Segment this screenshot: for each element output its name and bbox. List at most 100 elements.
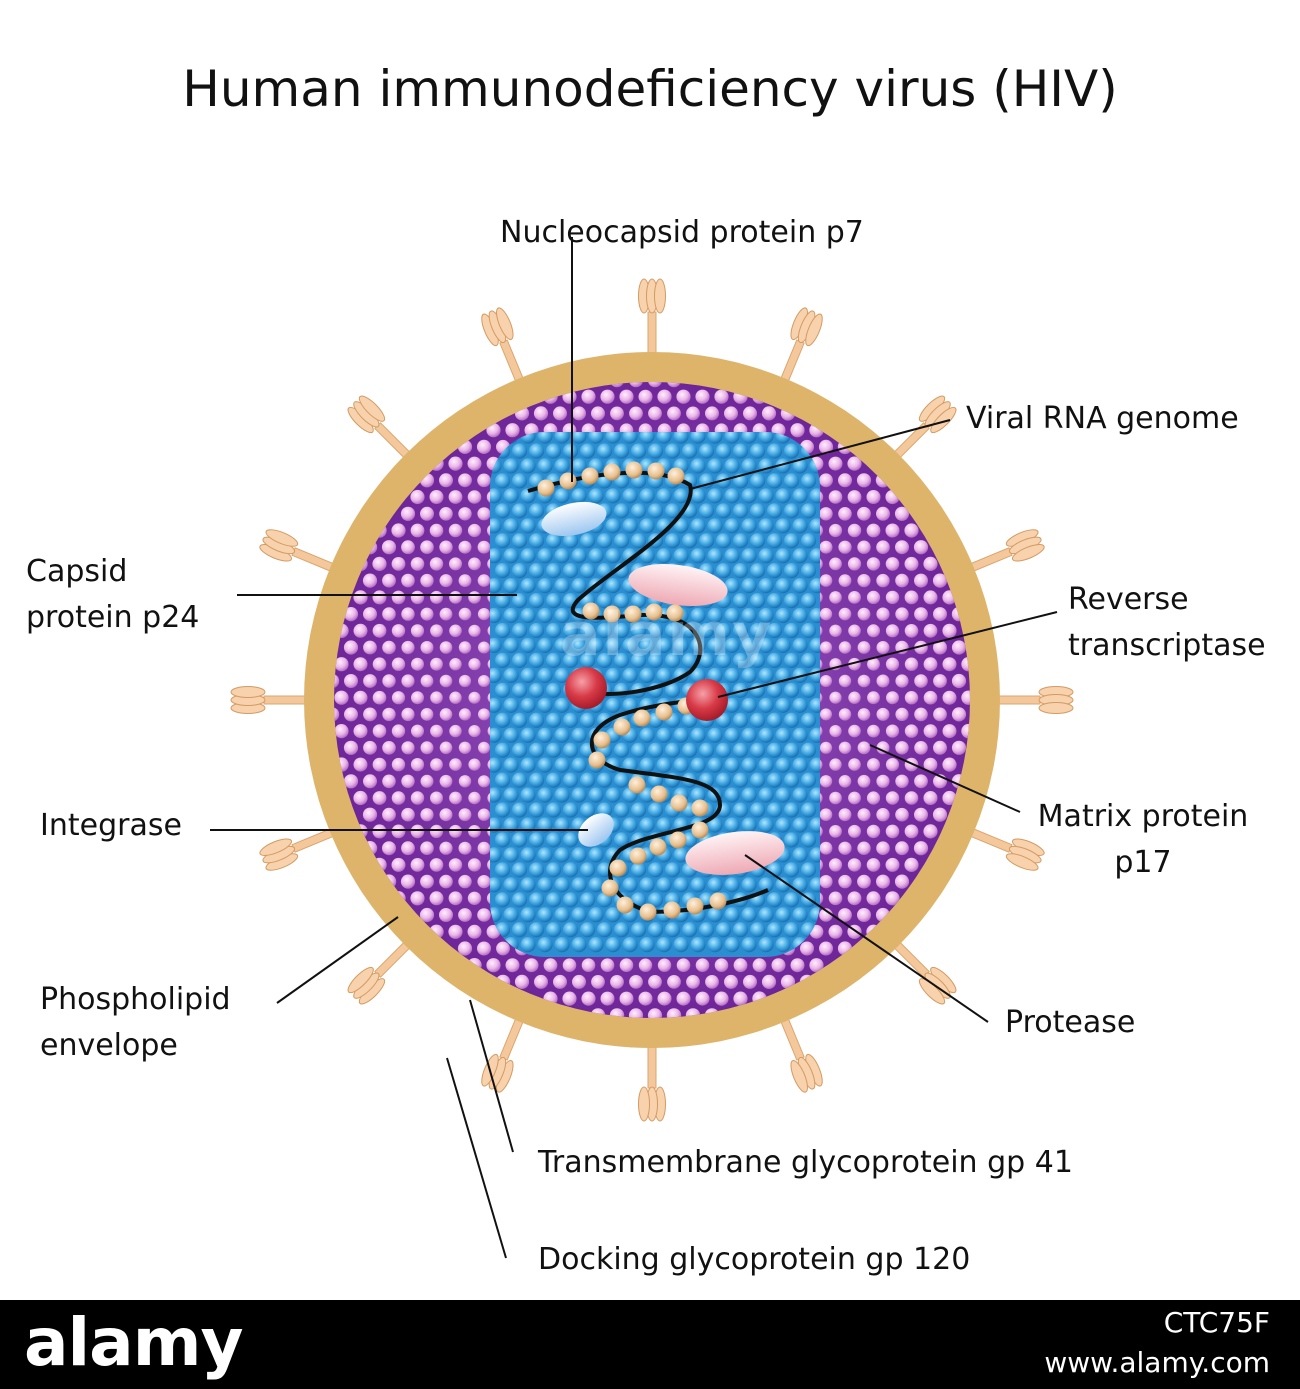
matrix-bead xyxy=(401,741,415,755)
capsid-bead xyxy=(698,742,715,758)
matrix-bead xyxy=(942,657,957,672)
capsid-bead xyxy=(554,548,570,564)
matrix-bead xyxy=(895,573,909,588)
glycoprotein-spike xyxy=(230,686,323,714)
matrix-bead xyxy=(676,991,691,1006)
matrix-bead xyxy=(838,540,852,554)
capsid-bead xyxy=(673,937,689,953)
capsid-bead xyxy=(494,563,511,579)
nucleocapsid-bead xyxy=(629,847,647,865)
matrix-bead xyxy=(829,725,842,738)
capsid-bead xyxy=(554,757,570,773)
matrix-bead xyxy=(420,808,434,822)
matrix-bead xyxy=(895,540,909,555)
nucleocapsid-bead xyxy=(624,605,642,623)
matrix-bead xyxy=(638,991,653,1006)
matrix-bead xyxy=(610,406,624,421)
capsid-bead xyxy=(809,907,820,923)
capsid-bead xyxy=(554,937,570,953)
matrix-bead xyxy=(449,791,462,805)
capsid-bead xyxy=(613,922,630,938)
matrix-bead xyxy=(923,623,938,638)
capsid-bead xyxy=(571,847,587,863)
capsid-bead xyxy=(775,697,791,713)
matrix-bead xyxy=(819,641,833,654)
matrix-bead xyxy=(514,974,530,990)
matrix-bead xyxy=(667,406,681,421)
capsid-bead xyxy=(554,907,570,923)
matrix-bead xyxy=(857,741,871,755)
matrix-bead xyxy=(468,624,481,637)
capsid-bead xyxy=(579,892,596,908)
capsid-bead xyxy=(520,847,536,863)
matrix-bead xyxy=(353,790,368,806)
capsid-bead xyxy=(647,622,664,639)
capsid-bead xyxy=(749,922,766,938)
capsid-bead xyxy=(528,533,545,549)
capsid-bead xyxy=(562,802,579,818)
matrix-bead xyxy=(886,691,899,705)
matrix-bead xyxy=(391,657,406,671)
capsid-bead xyxy=(681,922,698,938)
capsid-bead xyxy=(503,548,519,564)
matrix-bead xyxy=(420,540,434,554)
matrix-bead xyxy=(885,657,900,671)
capsid-bead xyxy=(673,877,689,893)
matrix-bead xyxy=(838,674,852,688)
matrix-bead xyxy=(467,523,482,538)
matrix-bead xyxy=(458,908,472,922)
matrix-bead xyxy=(372,590,387,605)
capsid-bead xyxy=(520,518,536,534)
capsid-bead xyxy=(528,892,545,908)
matrix-bead xyxy=(724,974,738,989)
capsid-bead xyxy=(490,757,502,773)
capsid-bead xyxy=(749,563,766,579)
matrix-bead xyxy=(951,673,967,689)
capsid-bead xyxy=(537,847,553,863)
matrix-bead xyxy=(343,640,359,655)
capsid-bead xyxy=(639,727,655,743)
matrix-bead xyxy=(439,540,453,554)
matrix-bead xyxy=(419,907,435,923)
capsid-bead xyxy=(800,712,817,728)
nucleocapsid-bead xyxy=(709,892,727,910)
capsid-bead xyxy=(724,432,740,444)
capsid-bead xyxy=(809,488,820,504)
matrix-bead xyxy=(420,774,434,788)
matrix-bead xyxy=(838,473,852,488)
capsid-bead xyxy=(545,802,562,818)
capsid-bead xyxy=(783,772,800,788)
matrix-bead xyxy=(686,406,700,421)
matrix-bead xyxy=(857,540,871,554)
matrix-bead xyxy=(363,740,377,755)
capsid-bead xyxy=(545,652,562,669)
capsid-bead xyxy=(622,548,638,564)
matrix-bead xyxy=(543,958,558,973)
capsid-bead xyxy=(783,593,800,609)
capsid-bead xyxy=(766,443,783,459)
nucleocapsid-bead xyxy=(613,718,631,736)
matrix-bead xyxy=(848,724,861,738)
capsid-bead xyxy=(809,877,820,893)
capsid-bead xyxy=(647,443,664,459)
capsid-bead xyxy=(758,727,774,743)
matrix-bead xyxy=(838,775,852,788)
capsid-bead xyxy=(554,488,570,504)
capsid-bead xyxy=(596,922,613,938)
capsid-bead xyxy=(630,892,647,908)
matrix-bead xyxy=(933,640,947,655)
capsid-bead xyxy=(775,937,791,953)
capsid-bead xyxy=(724,727,740,743)
capsid-bead xyxy=(707,432,723,444)
matrix-bead xyxy=(857,808,871,822)
capsid-bead xyxy=(490,578,502,594)
matrix-bead xyxy=(458,708,472,721)
matrix-bead xyxy=(847,490,862,504)
capsid-bead xyxy=(490,817,502,833)
capsid-bead xyxy=(511,593,528,609)
capsid-bead xyxy=(647,892,664,908)
matrix-bead xyxy=(838,708,852,721)
matrix-bead xyxy=(458,674,472,688)
matrix-bead xyxy=(362,807,378,822)
matrix-bead xyxy=(467,456,482,471)
